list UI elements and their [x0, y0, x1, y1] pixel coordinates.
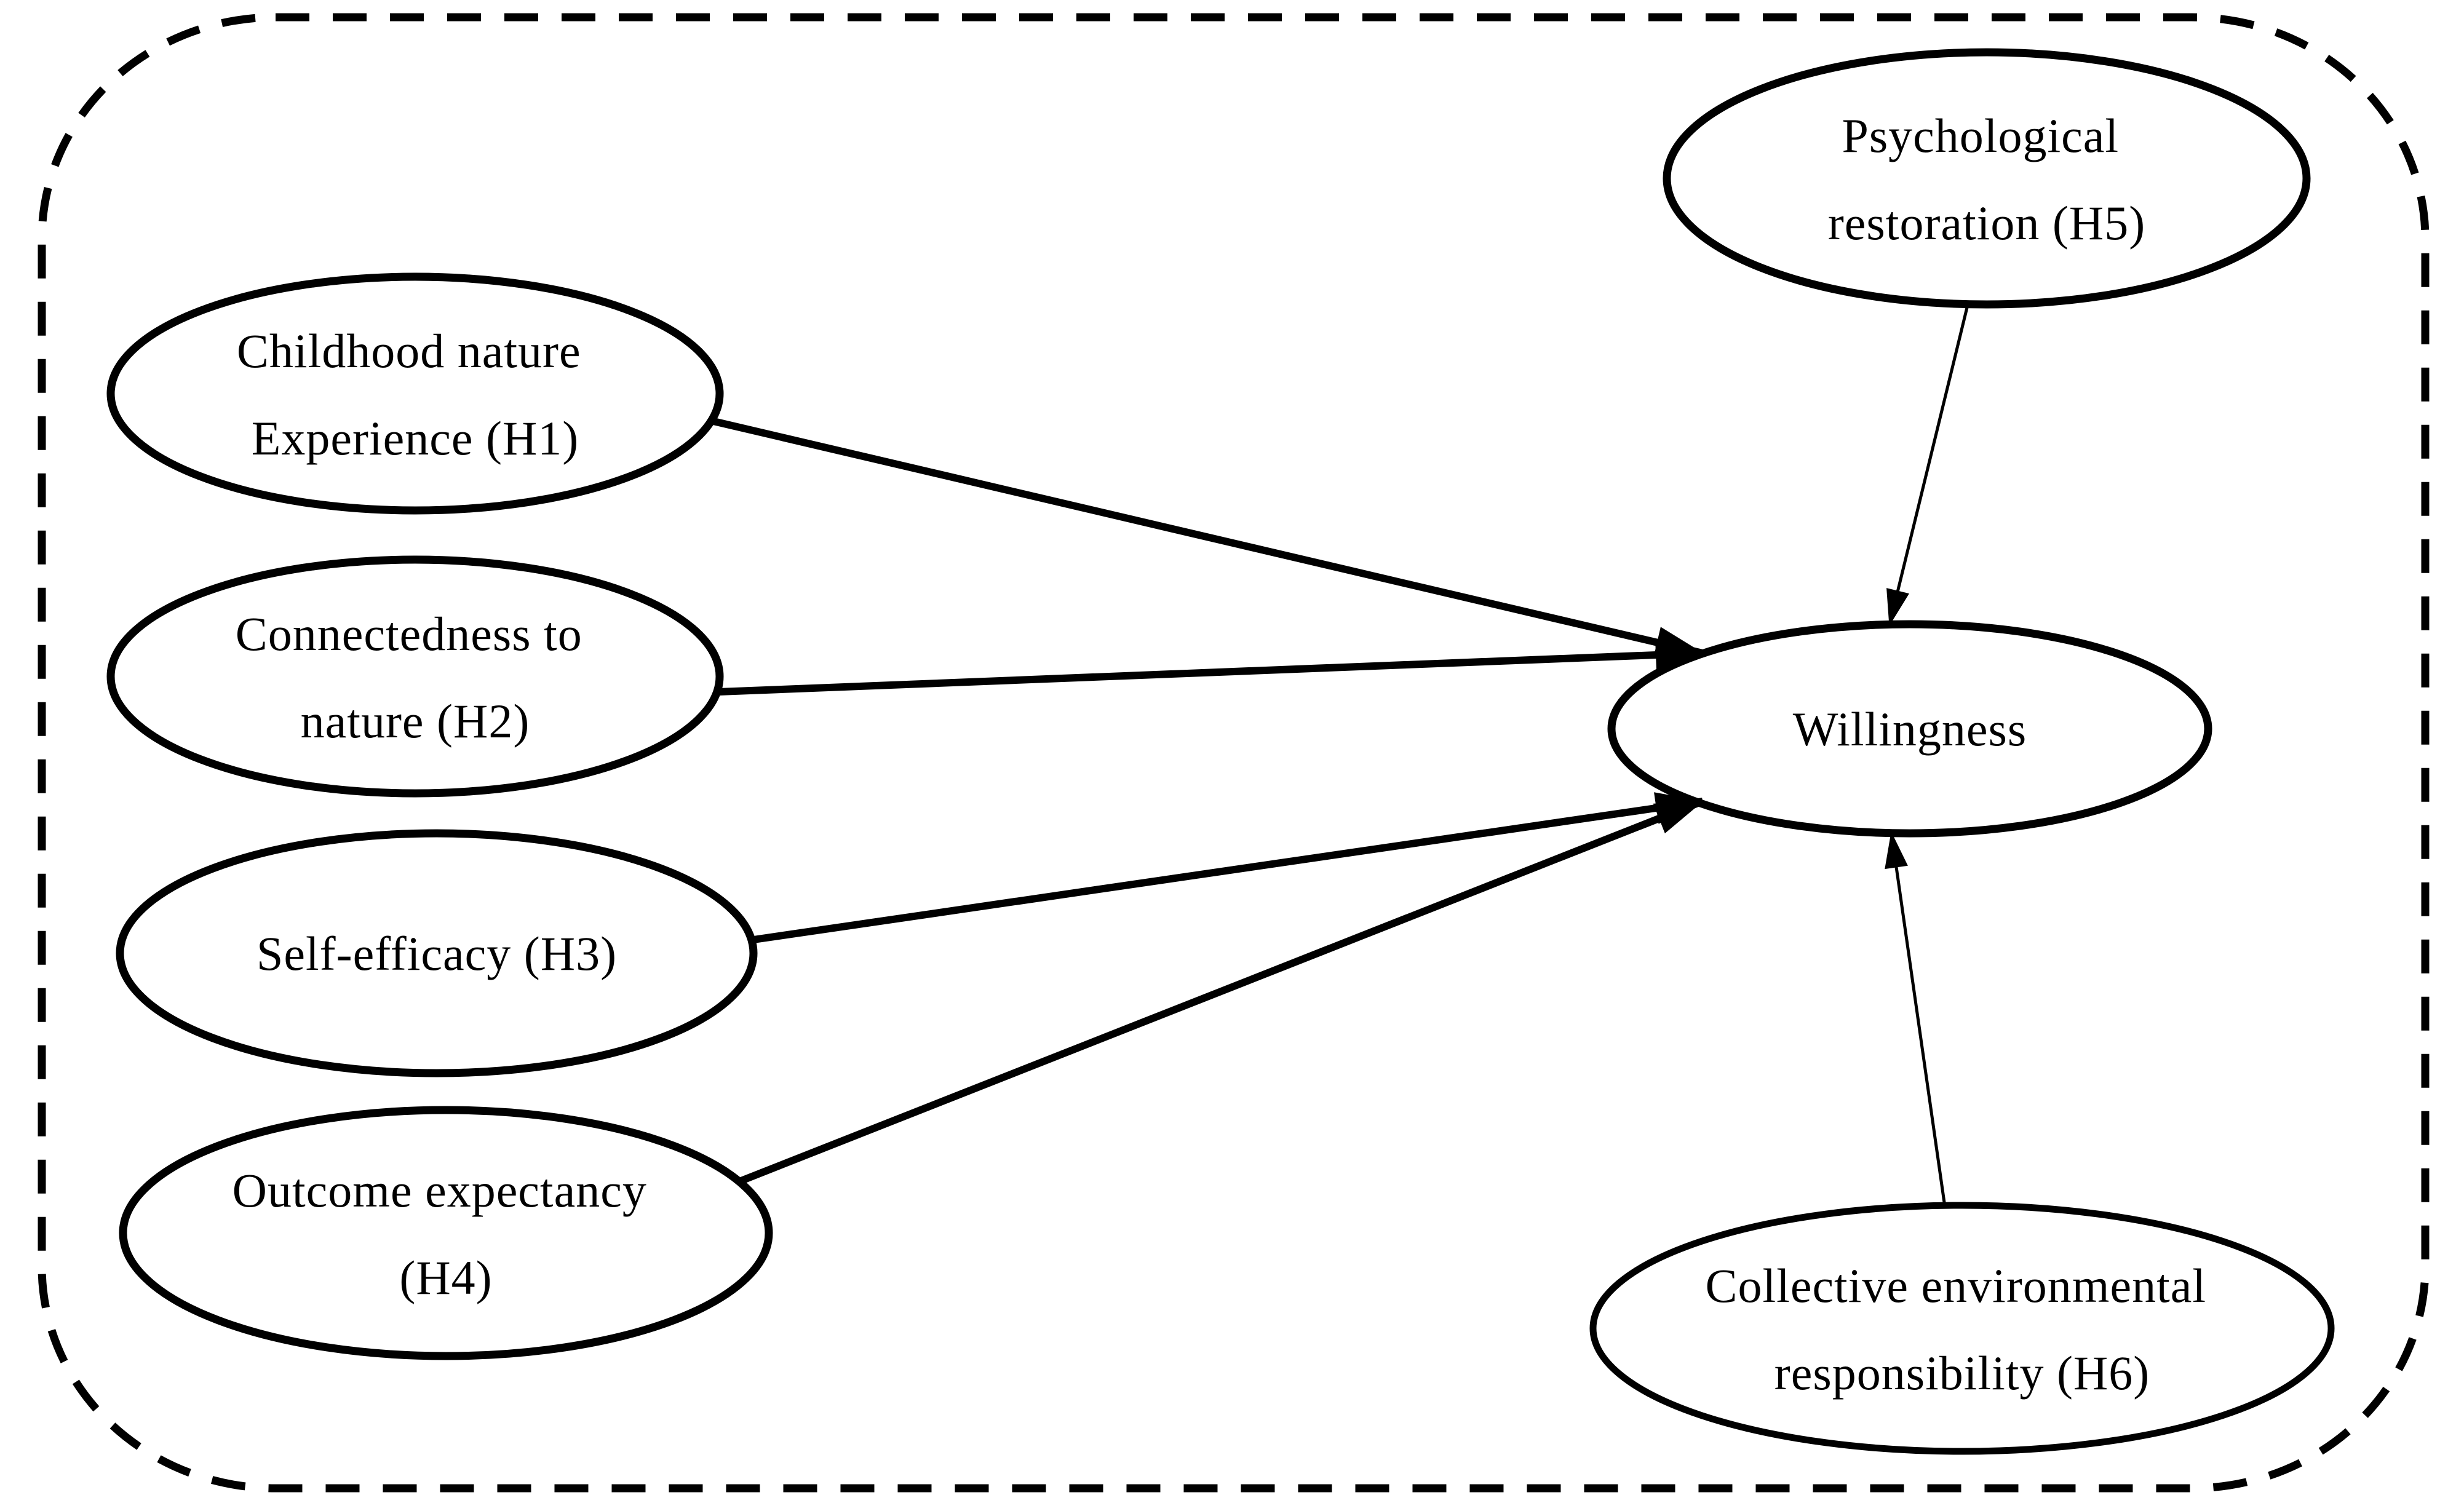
- node-h3-label: Self-efficacy (H3): [256, 927, 617, 980]
- node-outcome-expectancy: Outcome expectancy (H4): [119, 1106, 773, 1360]
- node-h5-ellipse: [1663, 48, 2311, 309]
- node-h6-label: Collective environmental responsibility …: [1705, 1259, 2219, 1400]
- node-h2-label: Connectedness to nature (H2): [236, 607, 595, 748]
- node-h3-ellipse: [116, 829, 758, 1077]
- node-connectedness-to-nature: Connectedness to nature (H2): [106, 555, 724, 798]
- node-h2-label-line2: nature (H2): [301, 694, 530, 748]
- node-self-efficacy: Self-efficacy (H3): [116, 829, 758, 1077]
- edge-h6-to-willingness-arrow: [1885, 831, 1947, 1207]
- edge-h1-to-willingness-arrow: [712, 418, 1704, 658]
- node-h1-label-line1: Childhood nature: [237, 324, 581, 378]
- node-h5-label-line1: Psychological: [1842, 109, 2119, 162]
- node-h4-label-line1: Outcome expectancy: [232, 1164, 647, 1217]
- edge-h4-to-willingness-arrow: [739, 798, 1704, 1184]
- node-childhood-nature-experience: Childhood nature Experience (H1): [106, 272, 724, 515]
- node-willingness: Willingness: [1607, 620, 2212, 838]
- edge-h3-to-willingness-arrow: [753, 792, 1704, 943]
- node-h4-ellipse: [119, 1106, 773, 1360]
- node-willingness-label-line1: Willingness: [1793, 702, 2027, 756]
- node-psychological-restoration: Psychological restoration (H5): [1663, 48, 2311, 309]
- node-h5-label-line2: restoration (H5): [1828, 196, 2145, 250]
- node-h6-label-line1: Collective environmental: [1705, 1259, 2206, 1312]
- node-h1-ellipse: [106, 272, 724, 515]
- node-willingness-ellipse: [1607, 620, 2212, 838]
- node-h5-label: Psychological restoration (H5): [1828, 109, 2145, 250]
- node-h1-label: Childhood nature Experience (H1): [237, 324, 594, 465]
- node-h2-label-line1: Connectedness to: [236, 607, 582, 660]
- node-h6-label-line2: responsibility (H6): [1774, 1346, 2150, 1400]
- node-h4-label: Outcome expectancy (H4): [232, 1164, 660, 1304]
- node-h2-ellipse: [106, 555, 724, 798]
- node-collective-environmental-responsibility: Collective environmental responsibility …: [1589, 1202, 2335, 1455]
- node-h4-label-line2: (H4): [399, 1251, 492, 1304]
- edge-h5-to-willingness-arrow: [1886, 302, 1970, 626]
- node-willingness-label: Willingness: [1793, 702, 2027, 756]
- node-h1-label-line2: Experience (H1): [252, 411, 579, 465]
- node-h6-ellipse: [1589, 1202, 2335, 1455]
- edge-h2-to-willingness-arrow: [718, 639, 1704, 696]
- node-h3-label-line1: Self-efficacy (H3): [256, 927, 617, 980]
